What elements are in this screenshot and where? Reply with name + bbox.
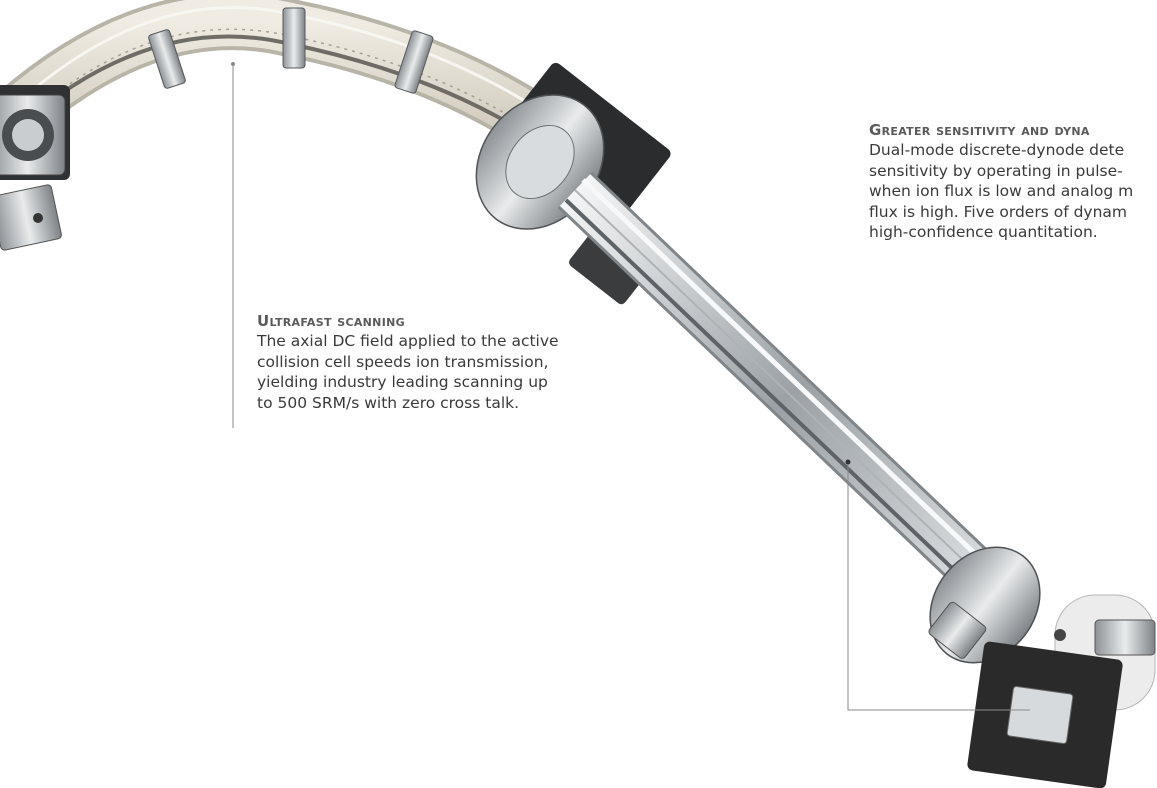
callout-text-line: flux is high. Five orders of dynam: [869, 202, 1128, 221]
quadrupole-rods: [557, 171, 1023, 619]
callout-text-line: collision cell speeds ion transmission,: [257, 352, 549, 371]
callout-text-line: sensitivity by operating in pulse-: [869, 161, 1123, 180]
callout-heading: Greater sensitivity and dyna: [869, 121, 1090, 139]
leader-line-sensitivity: [847, 462, 1030, 711]
detector-assembly: [928, 546, 1156, 788]
callout-heading: Ultrafast scanning: [257, 312, 405, 330]
callout-text-line: Dual-mode discrete-dynode dete: [869, 141, 1125, 159]
callout-text-line: when ion flux is low and analog m: [869, 182, 1134, 200]
leader-dot-sensitivity: [845, 459, 851, 465]
callout-text-line: high-confidence quantitation.: [869, 223, 1098, 241]
curved-collision-cell: [0, 0, 578, 164]
callout-text-line: to 500 SRM/s with zero cross talk.: [257, 393, 520, 412]
leader-lines: [231, 62, 1030, 711]
callout-text-line: yielding industry leading scanning up: [257, 373, 548, 391]
left-end-assembly: [0, 85, 70, 251]
callout-ultrafast-scanning: Ultrafast scanning The axial DC field ap…: [257, 312, 559, 413]
callout-sensitivity: Greater sensitivity and dyna Dual-mode d…: [869, 121, 1133, 243]
leader-dot-scanning: [231, 62, 235, 66]
callout-text-line: The axial DC field applied to the active: [257, 332, 559, 350]
